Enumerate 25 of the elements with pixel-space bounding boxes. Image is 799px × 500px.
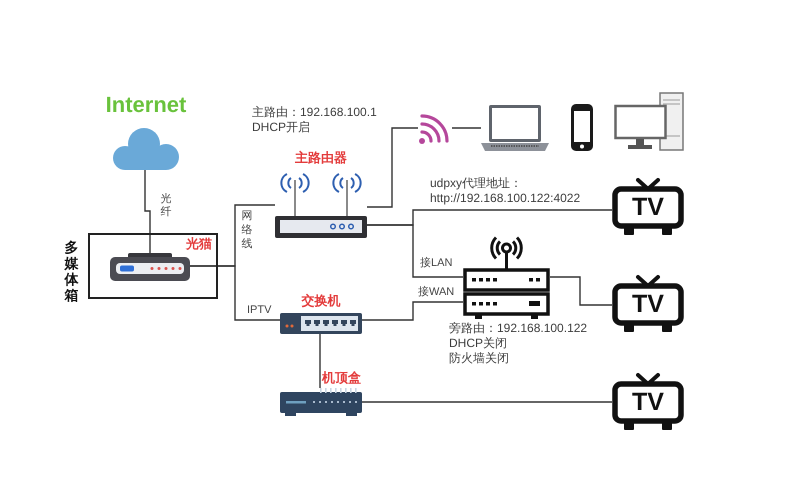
connector-line — [190, 265, 280, 321]
connector-line — [362, 301, 463, 321]
device-label: 光猫 — [186, 236, 212, 252]
connector-line — [367, 127, 418, 208]
edge-label: udpxy代理地址： http://192.168.100.122:4022 — [430, 176, 580, 206]
connector-line — [550, 276, 612, 306]
connector-line — [319, 334, 321, 388]
tv-label: TV — [632, 289, 664, 319]
connector-line — [362, 401, 612, 403]
connector-line — [144, 170, 151, 253]
tv-label: TV — [632, 192, 664, 222]
edge-label: 接LAN — [420, 256, 452, 270]
edge-label: 接WAN — [418, 285, 454, 299]
cloud-label: Internet — [104, 92, 188, 118]
edge-label: 光纤 — [160, 193, 172, 219]
tv-label: TV — [632, 387, 664, 417]
device-note: 旁路由：192.168.100.122 DHCP关闭防火墙关闭 — [449, 321, 588, 366]
connector-line — [367, 224, 463, 278]
connector-line — [452, 127, 481, 129]
device-label: 机顶盒 — [322, 370, 361, 386]
device-note: 主路由：192.168.100.1 DHCP开启 — [252, 105, 377, 135]
device-label: 主路由器 — [294, 150, 348, 166]
box-heading: 多媒体箱 — [64, 239, 79, 303]
edge-label: 网络线 — [241, 209, 253, 251]
device-label: 交换机 — [300, 293, 342, 309]
